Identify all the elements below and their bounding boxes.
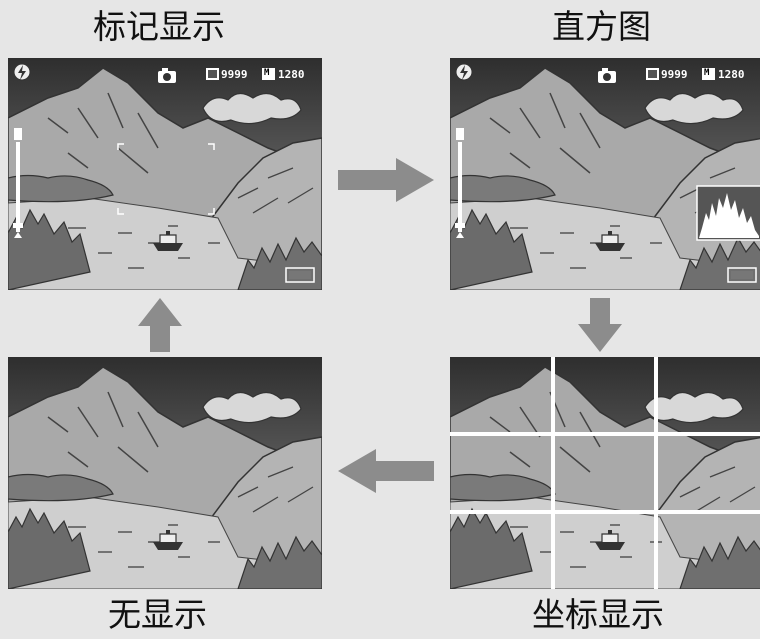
grid-lines (450, 357, 760, 589)
panel-grid-display (450, 357, 760, 589)
label-grid-display: 坐标显示 (532, 595, 664, 634)
image-size: 1280 (278, 68, 305, 81)
panel-mark-display: 9999 M 1280 (8, 58, 322, 290)
size-badge: M (264, 68, 270, 78)
battery-icon (285, 267, 315, 283)
zoom-bar-icon (13, 128, 23, 238)
image-size: 1280 (718, 68, 745, 81)
size-badge: M (704, 68, 710, 78)
focus-marks (117, 143, 215, 215)
battery-icon (727, 267, 757, 283)
label-none-display: 无显示 (108, 595, 207, 634)
label-histogram: 直方图 (552, 7, 651, 46)
flash-icon (13, 63, 31, 81)
camera-mode-icon (158, 68, 176, 83)
memory-icon (206, 68, 219, 80)
label-mark-display: 标记显示 (93, 7, 225, 46)
arrow-left (338, 449, 434, 493)
size-icon (702, 68, 715, 80)
shots-remaining: 9999 (221, 68, 248, 81)
histogram-icon (696, 185, 760, 241)
size-icon (262, 68, 275, 80)
zoom-bar-icon (455, 128, 465, 238)
camera-mode-icon (598, 68, 616, 83)
flash-icon (455, 63, 473, 81)
arrow-right (338, 158, 434, 202)
memory-icon (646, 68, 659, 80)
panel-histogram: 9999 M 1280 (450, 58, 760, 290)
arrow-down (578, 298, 622, 352)
shots-remaining: 9999 (661, 68, 688, 81)
panel-no-display (8, 357, 322, 589)
arrow-up (138, 298, 182, 352)
